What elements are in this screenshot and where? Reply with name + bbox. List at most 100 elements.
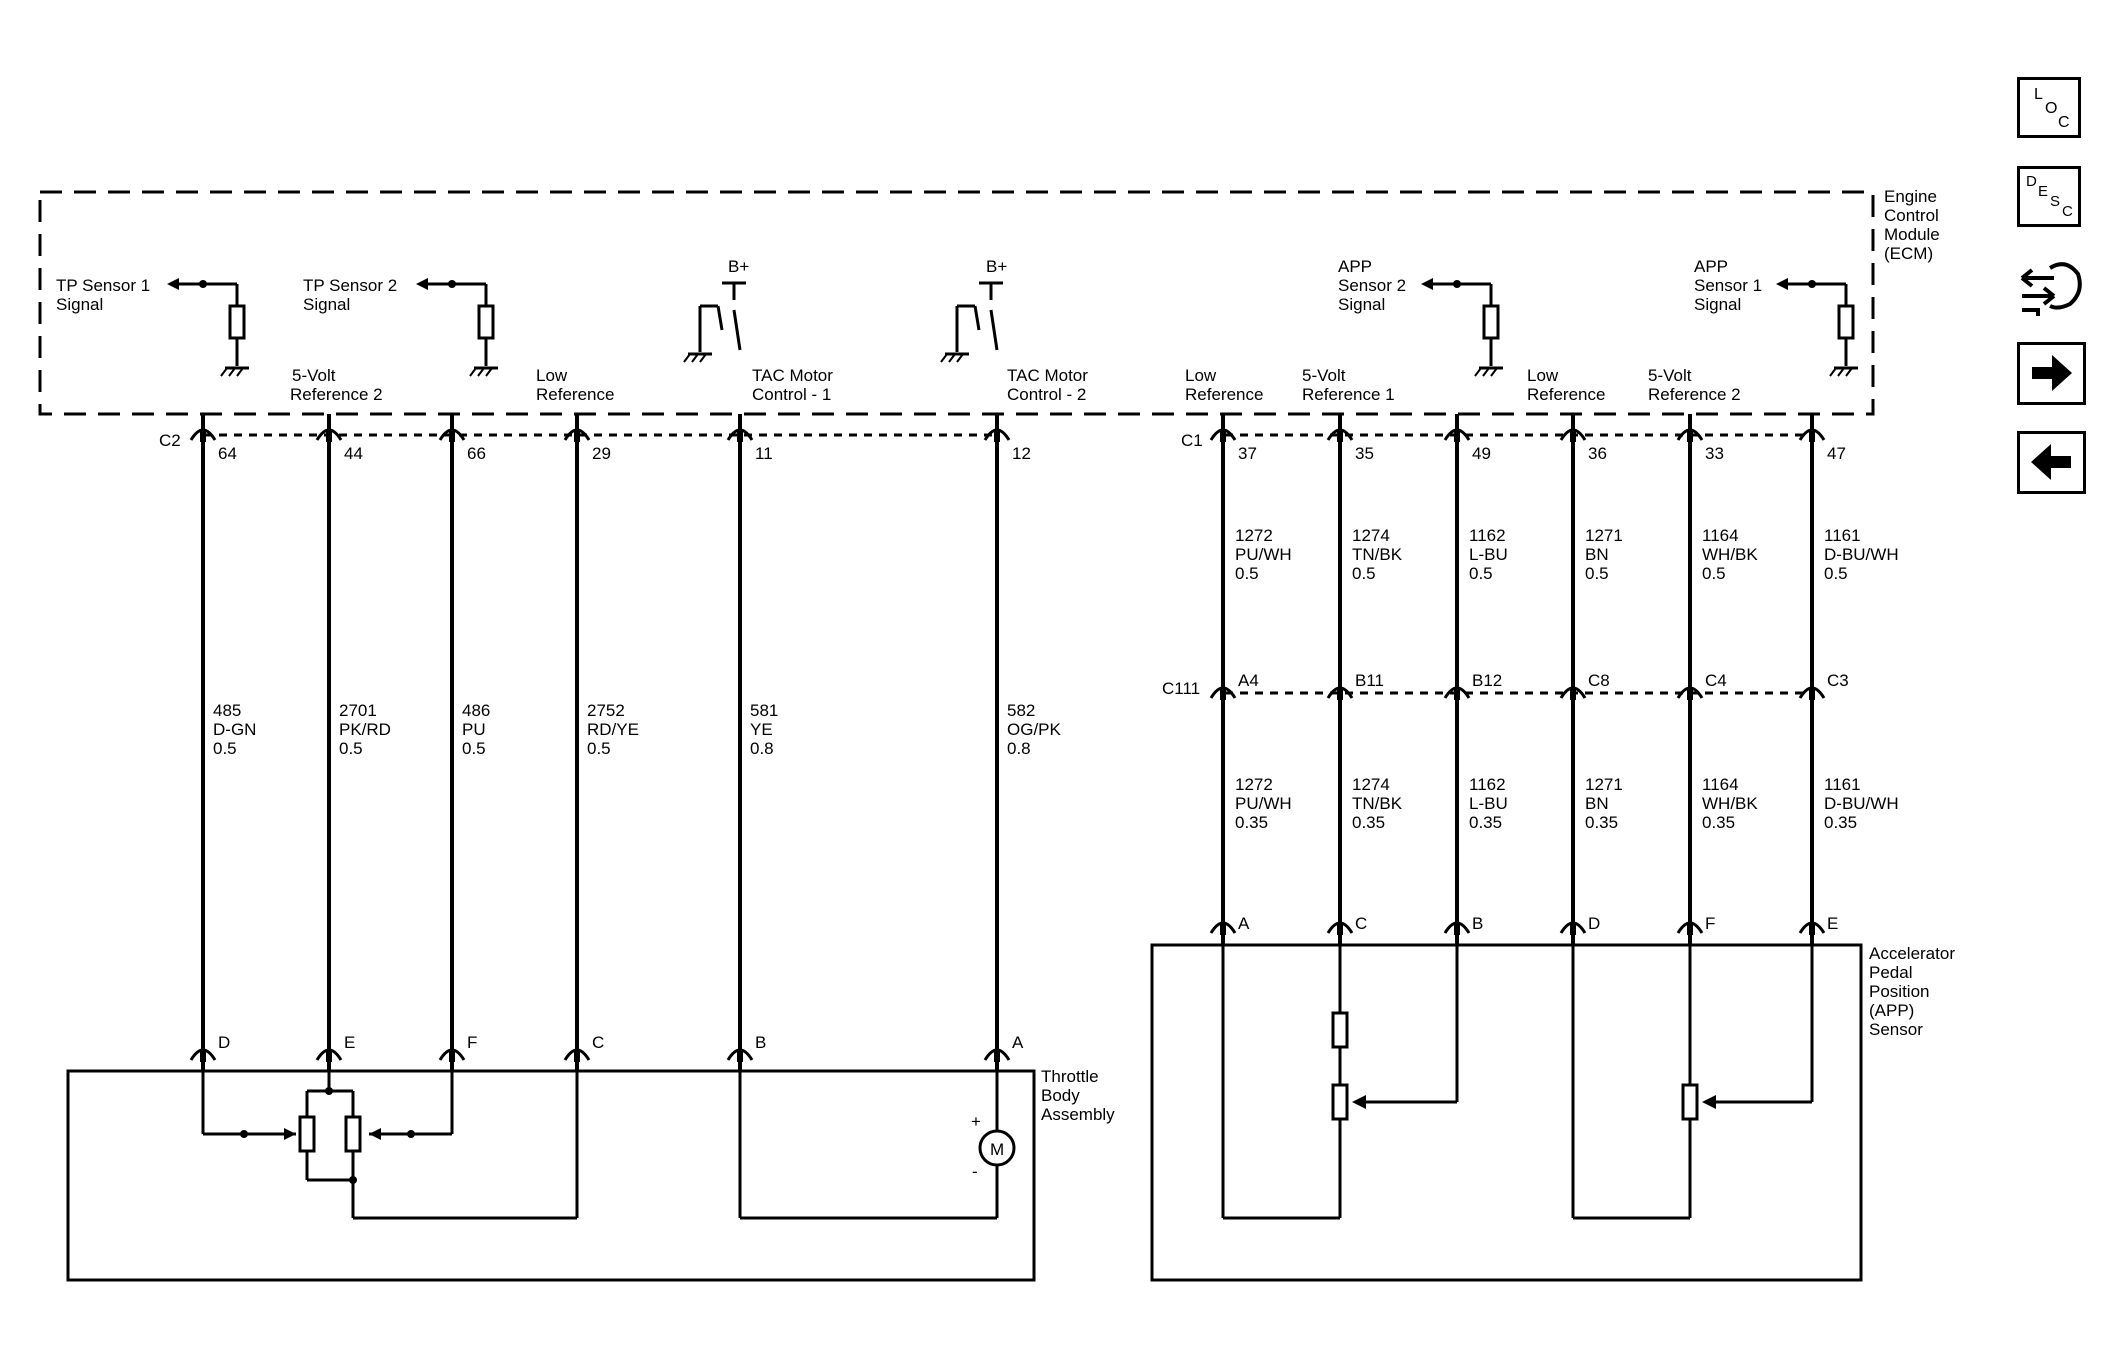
app-sensor-1-signal-label: APP Sensor 1 Signal [1694, 257, 1762, 314]
app-terminal-3-post [1570, 923, 1576, 935]
ecm-c1-terminal-2-post [1454, 430, 1460, 442]
svg-text:Reference 1: Reference 1 [1302, 385, 1395, 404]
ecm-terminal-pin-66-post [449, 430, 455, 442]
connector-view-button[interactable] [2014, 252, 2086, 324]
app-resistor-fixed [1331, 1011, 1349, 1049]
svg-text:Body: Body [1041, 1086, 1080, 1105]
tp-sensor-1-signal-label: TP Sensor 1 Signal [56, 276, 150, 314]
wire-color: PK/RD [339, 720, 391, 739]
next-button[interactable] [2017, 342, 2086, 405]
wire-color: D-GN [213, 720, 256, 739]
tac-switch-1-ground-hatch [683, 353, 691, 363]
tac-switch-2-low-arm [973, 305, 981, 331]
wire-color: TN/BK [1352, 545, 1403, 564]
tp-sensor-2-pull-resistor [477, 304, 495, 340]
wire-gauge: 0.5 [1352, 564, 1376, 583]
left-arrow-icon [2031, 444, 2071, 480]
tp-sensor-1-arrow [167, 278, 179, 290]
ecm-c1-pin-number: 47 [1827, 444, 1846, 463]
desc-letter-d: D [2026, 173, 2037, 190]
ecm-pin-number: 64 [218, 444, 237, 463]
app-sensor-2-potentiometer [1331, 1083, 1349, 1121]
wire-color: RD/YE [587, 720, 639, 739]
wire-color: D-BU/WH [1824, 794, 1899, 813]
tp-sensor-2-ground-hatch [477, 367, 485, 377]
app-sensor-2-ground-hatch [1482, 367, 1490, 377]
svg-text:Reference: Reference [1185, 385, 1263, 404]
tp-sensor-1-ground-hatch [220, 367, 228, 377]
wire-circuit-number: 2701 [339, 701, 377, 720]
ecm-terminal-pin-29-post [574, 430, 580, 442]
tp1-wiper-arrow [284, 1128, 296, 1140]
ecm-pin-number: 29 [592, 444, 611, 463]
wire-circuit-number: 2752 [587, 701, 625, 720]
tp-sensor-1-ground-hatch [236, 367, 244, 377]
c111-terminal-1-post [1337, 688, 1343, 700]
wire-circuit-number: 581 [750, 701, 778, 720]
throttle-terminal-1-post [326, 1050, 332, 1062]
svg-text:Assembly: Assembly [1041, 1105, 1115, 1124]
ecm-c1-terminal-3-post [1570, 430, 1576, 442]
connector-c111-label: C111 [1162, 679, 1200, 698]
tp-sensor-1-ground-hatch [228, 367, 236, 377]
svg-text:Engine: Engine [1884, 187, 1937, 206]
app-sensor-2-arrow [1421, 278, 1433, 290]
ecm-terminal-pin-44-post [326, 430, 332, 442]
tp-sensor-2-potentiometer [344, 1115, 362, 1153]
tac-switch-1-low-arm [716, 305, 724, 331]
throttle-internal-circuit [203, 1089, 997, 1220]
app-sensor-1-potentiometer [1681, 1083, 1699, 1121]
wire-circuit-number: 1162 [1469, 775, 1506, 794]
tp-low-node [349, 1176, 357, 1184]
svg-text:Signal: Signal [56, 295, 103, 314]
wire-circuit-number: 1271 [1585, 526, 1623, 545]
ecm-c1-pin-number: 49 [1472, 444, 1491, 463]
tp1-node [240, 1130, 248, 1138]
app-terminal-4-post [1687, 923, 1693, 935]
wire-circuit-number: 1162 [1469, 526, 1506, 545]
c111-terminal-0-post [1220, 688, 1226, 700]
tp2-wiper-arrow [369, 1128, 381, 1140]
c111-pin-number: C3 [1827, 671, 1849, 690]
app-sensor-1-pull-resistor [1837, 304, 1855, 340]
tp-sensor-2-signal-label: TP Sensor 2 Signal [303, 276, 397, 314]
motor-minus: - [972, 1162, 978, 1181]
wire-circuit-number: 1164 [1702, 526, 1739, 545]
c111-pin-number: C8 [1588, 671, 1610, 690]
app-sensor-label: Accelerator Pedal Position (APP) Sensor [1869, 944, 1955, 1039]
svg-text:Reference: Reference [1527, 385, 1605, 404]
wire-gauge: 0.5 [1585, 564, 1609, 583]
throttle-pin-letter: C [592, 1033, 604, 1052]
wire-circuit-number: 1274 [1352, 775, 1390, 794]
app-sensor-1-ground-hatch [1845, 367, 1853, 377]
previous-button[interactable] [2017, 431, 2086, 494]
svg-text:5-Volt: 5-Volt [1302, 366, 1346, 385]
ecm-boundary [38, 190, 1875, 416]
throttle-body-box [66, 1069, 1036, 1282]
ecm-pin-number: 44 [344, 444, 363, 463]
svg-text:Signal: Signal [303, 295, 350, 314]
app-pin-letter: A [1238, 914, 1250, 933]
tp-sensor-1-node [199, 280, 207, 288]
app-pin-letter: F [1705, 914, 1715, 933]
app-terminal-0-post [1220, 923, 1226, 935]
low-ref-a-label: Low Reference [1185, 366, 1263, 404]
connector-c1-label: C1 [1181, 431, 1203, 450]
wire-gauge: 0.5 [1469, 564, 1493, 583]
loc-letter-o: O [2045, 100, 2058, 117]
tp-sensor-2-ground-hatch [485, 367, 493, 377]
wire-circuit-number: 1164 [1702, 775, 1739, 794]
svg-text:Pedal: Pedal [1869, 963, 1912, 982]
ref1-label: 5-Volt Reference 1 [1302, 366, 1395, 404]
tac-motor-control-1-label: TAC Motor Control - 1 [752, 366, 833, 404]
svg-text:Control: Control [1884, 206, 1939, 225]
nav-desc-button[interactable]: D E S C [2017, 166, 2081, 227]
svg-text:TP Sensor 1: TP Sensor 1 [56, 276, 150, 295]
throttle-body-label: Throttle Body Assembly [1041, 1067, 1115, 1124]
app-sensor-2-ground-hatch [1490, 367, 1498, 377]
svg-text:5-Volt: 5-Volt [1648, 366, 1692, 385]
motor-plus: + [971, 1112, 981, 1131]
throttle-terminal-2-post [449, 1050, 455, 1062]
nav-loc-button[interactable]: L O C [2017, 77, 2081, 138]
app-sensor-1-arrow [1776, 278, 1788, 290]
